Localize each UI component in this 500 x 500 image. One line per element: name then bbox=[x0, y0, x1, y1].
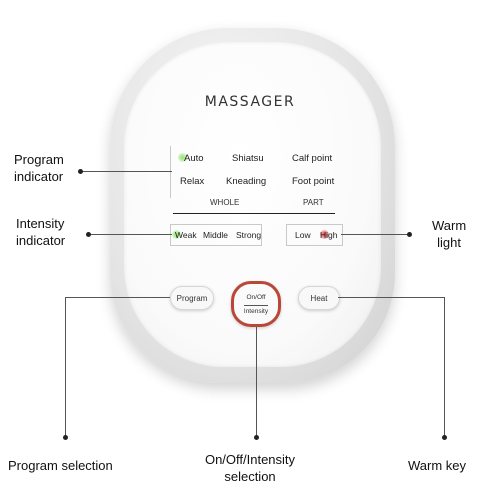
program-bracket bbox=[170, 146, 171, 198]
intensity-middle-label: Middle bbox=[203, 230, 229, 240]
warm-light-callout: Warm light bbox=[432, 218, 466, 252]
program-shiatsu-label: Shiatsu bbox=[232, 153, 264, 164]
callout-line-2: light bbox=[437, 234, 462, 250]
heat-high-label: High bbox=[320, 230, 338, 240]
callout-line-1: Warm bbox=[432, 218, 467, 233]
power-label: On/Off bbox=[246, 294, 266, 301]
power-intensity-button[interactable]: On/Off Intensity bbox=[231, 281, 281, 327]
high-indicator-light bbox=[320, 230, 329, 239]
warm-light-leader bbox=[341, 234, 409, 235]
program-auto-label: Auto bbox=[184, 153, 204, 164]
callout-line-2: selection bbox=[224, 468, 276, 484]
intensity-weak-label: Weak bbox=[175, 230, 197, 240]
warm-key-leader-h bbox=[338, 297, 444, 298]
heat-bracket bbox=[286, 224, 343, 246]
program-indicator-leader bbox=[80, 171, 172, 172]
weak-indicator-light bbox=[172, 230, 181, 239]
onoff-leader-v bbox=[256, 327, 257, 437]
intensity-label: Intensity bbox=[243, 308, 269, 315]
program-selection-callout: Program selection bbox=[8, 458, 113, 473]
program-selection-leader-h bbox=[65, 297, 170, 298]
program-button[interactable]: Program bbox=[170, 286, 214, 310]
heat-low-label: Low bbox=[295, 230, 311, 240]
auto-indicator-light bbox=[178, 153, 187, 162]
intensity-indicator-leader bbox=[88, 234, 172, 235]
brand-label: MASSAGER bbox=[204, 94, 296, 110]
button-divider bbox=[244, 305, 268, 306]
heat-button[interactable]: Heat bbox=[298, 286, 340, 310]
program-relax-label: Relax bbox=[180, 176, 205, 187]
callout-line-1: Intensity bbox=[16, 216, 65, 231]
warm-key-dot bbox=[442, 435, 447, 440]
warm-light-dot bbox=[407, 232, 412, 237]
onoff-dot bbox=[254, 435, 259, 440]
program-selection-dot bbox=[63, 435, 68, 440]
warm-key-leader-v bbox=[444, 297, 445, 437]
intensity-strong-label: Strong bbox=[236, 230, 262, 240]
onoff-intensity-callout: On/Off/Intensity selection bbox=[0, 452, 500, 486]
callout-line-1: Program bbox=[14, 152, 64, 167]
program-foot-point-label: Foot point bbox=[292, 176, 335, 187]
program-indicator-dot bbox=[78, 169, 83, 174]
part-section-label: PART bbox=[303, 198, 324, 207]
intensity-indicator-callout: Intensity indicator bbox=[16, 216, 65, 250]
callout-line-2: indicator bbox=[14, 168, 64, 184]
program-selection-leader-v bbox=[65, 297, 66, 437]
warm-key-callout: Warm key bbox=[408, 458, 467, 473]
program-calf-point-label: Calf point bbox=[292, 153, 333, 164]
panel-divider bbox=[173, 213, 335, 214]
intensity-bracket bbox=[170, 224, 262, 246]
intensity-indicator-dot bbox=[86, 232, 91, 237]
callout-line-2: indicator bbox=[16, 232, 66, 248]
whole-section-label: WHOLE bbox=[210, 198, 240, 207]
program-indicator-callout: Program indicator bbox=[14, 152, 64, 186]
program-kneading-label: Kneading bbox=[226, 176, 267, 187]
callout-line-1: On/Off/Intensity bbox=[204, 452, 296, 467]
